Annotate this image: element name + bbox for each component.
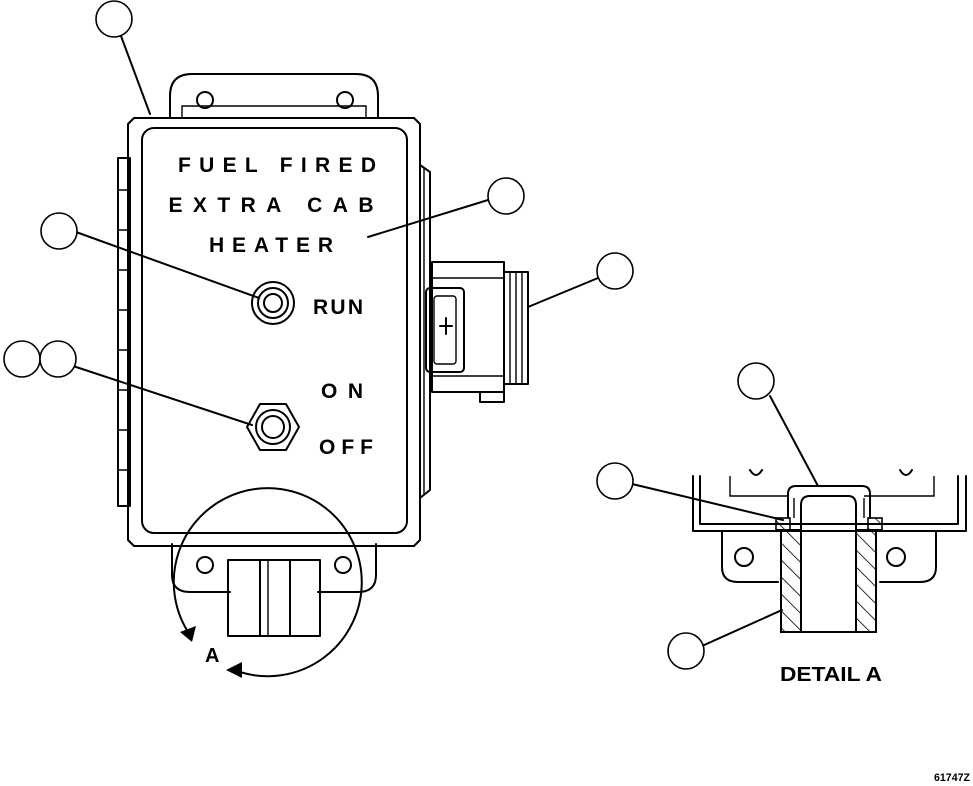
bottom-left-mount-hole	[196, 556, 214, 574]
run-label: RUN	[313, 296, 363, 319]
view-arrow-bottom	[226, 662, 242, 678]
detail-a-view-indicator: A	[172, 487, 363, 678]
detail-caption: DETAIL A	[780, 664, 882, 686]
view-letter: A	[205, 645, 219, 667]
run-indicator-lamp	[251, 281, 295, 325]
left-side-strip	[117, 157, 131, 507]
on-label: ON	[321, 380, 363, 403]
callout-balloon-faceplate	[487, 177, 525, 215]
callout-balloon-detail-lip	[596, 462, 634, 500]
detail-sleeve	[787, 485, 871, 633]
figure-id: 61747Z	[934, 772, 970, 784]
callout-balloon-switch-b	[39, 340, 77, 378]
side-harness-connector	[425, 261, 529, 403]
switch-hex-nut	[246, 403, 300, 451]
bottom-connector	[227, 559, 321, 637]
outer-case	[127, 117, 421, 547]
callout-balloon-detail-sleeve	[737, 362, 775, 400]
detail-grommet	[775, 517, 883, 633]
faceplate	[141, 127, 408, 534]
bottom-right-mount-hole	[334, 556, 352, 574]
callout-balloon-case	[95, 0, 133, 38]
off-label: OFF	[319, 436, 373, 459]
top-right-mount-hole	[336, 91, 354, 109]
on-off-switch	[246, 403, 300, 451]
right-side-plate	[419, 164, 431, 499]
top-left-mount-hole	[196, 91, 214, 109]
panel-text-line2: EXTRA CAB	[169, 194, 374, 217]
callout-balloons-main	[3, 0, 634, 378]
panel-text-line3: HEATER	[209, 234, 333, 257]
callout-balloon-detail-grommet	[667, 632, 705, 670]
heater-control-box: FUEL FIRED EXTRA CAB HEATER RUN ON OFF	[117, 73, 529, 637]
view-arrow-left	[180, 626, 196, 642]
top-mounting-bracket	[169, 73, 379, 119]
detail-a-section: DETAIL A	[596, 362, 967, 686]
callout-balloon-run-lamp	[40, 212, 78, 250]
bottom-mounting-bracket	[171, 543, 377, 593]
panel-text-line1: FUEL FIRED	[178, 154, 376, 177]
leader-lines-main	[72, 35, 599, 426]
callout-balloon-switch-a	[3, 340, 41, 378]
callout-balloon-connector	[596, 252, 634, 290]
